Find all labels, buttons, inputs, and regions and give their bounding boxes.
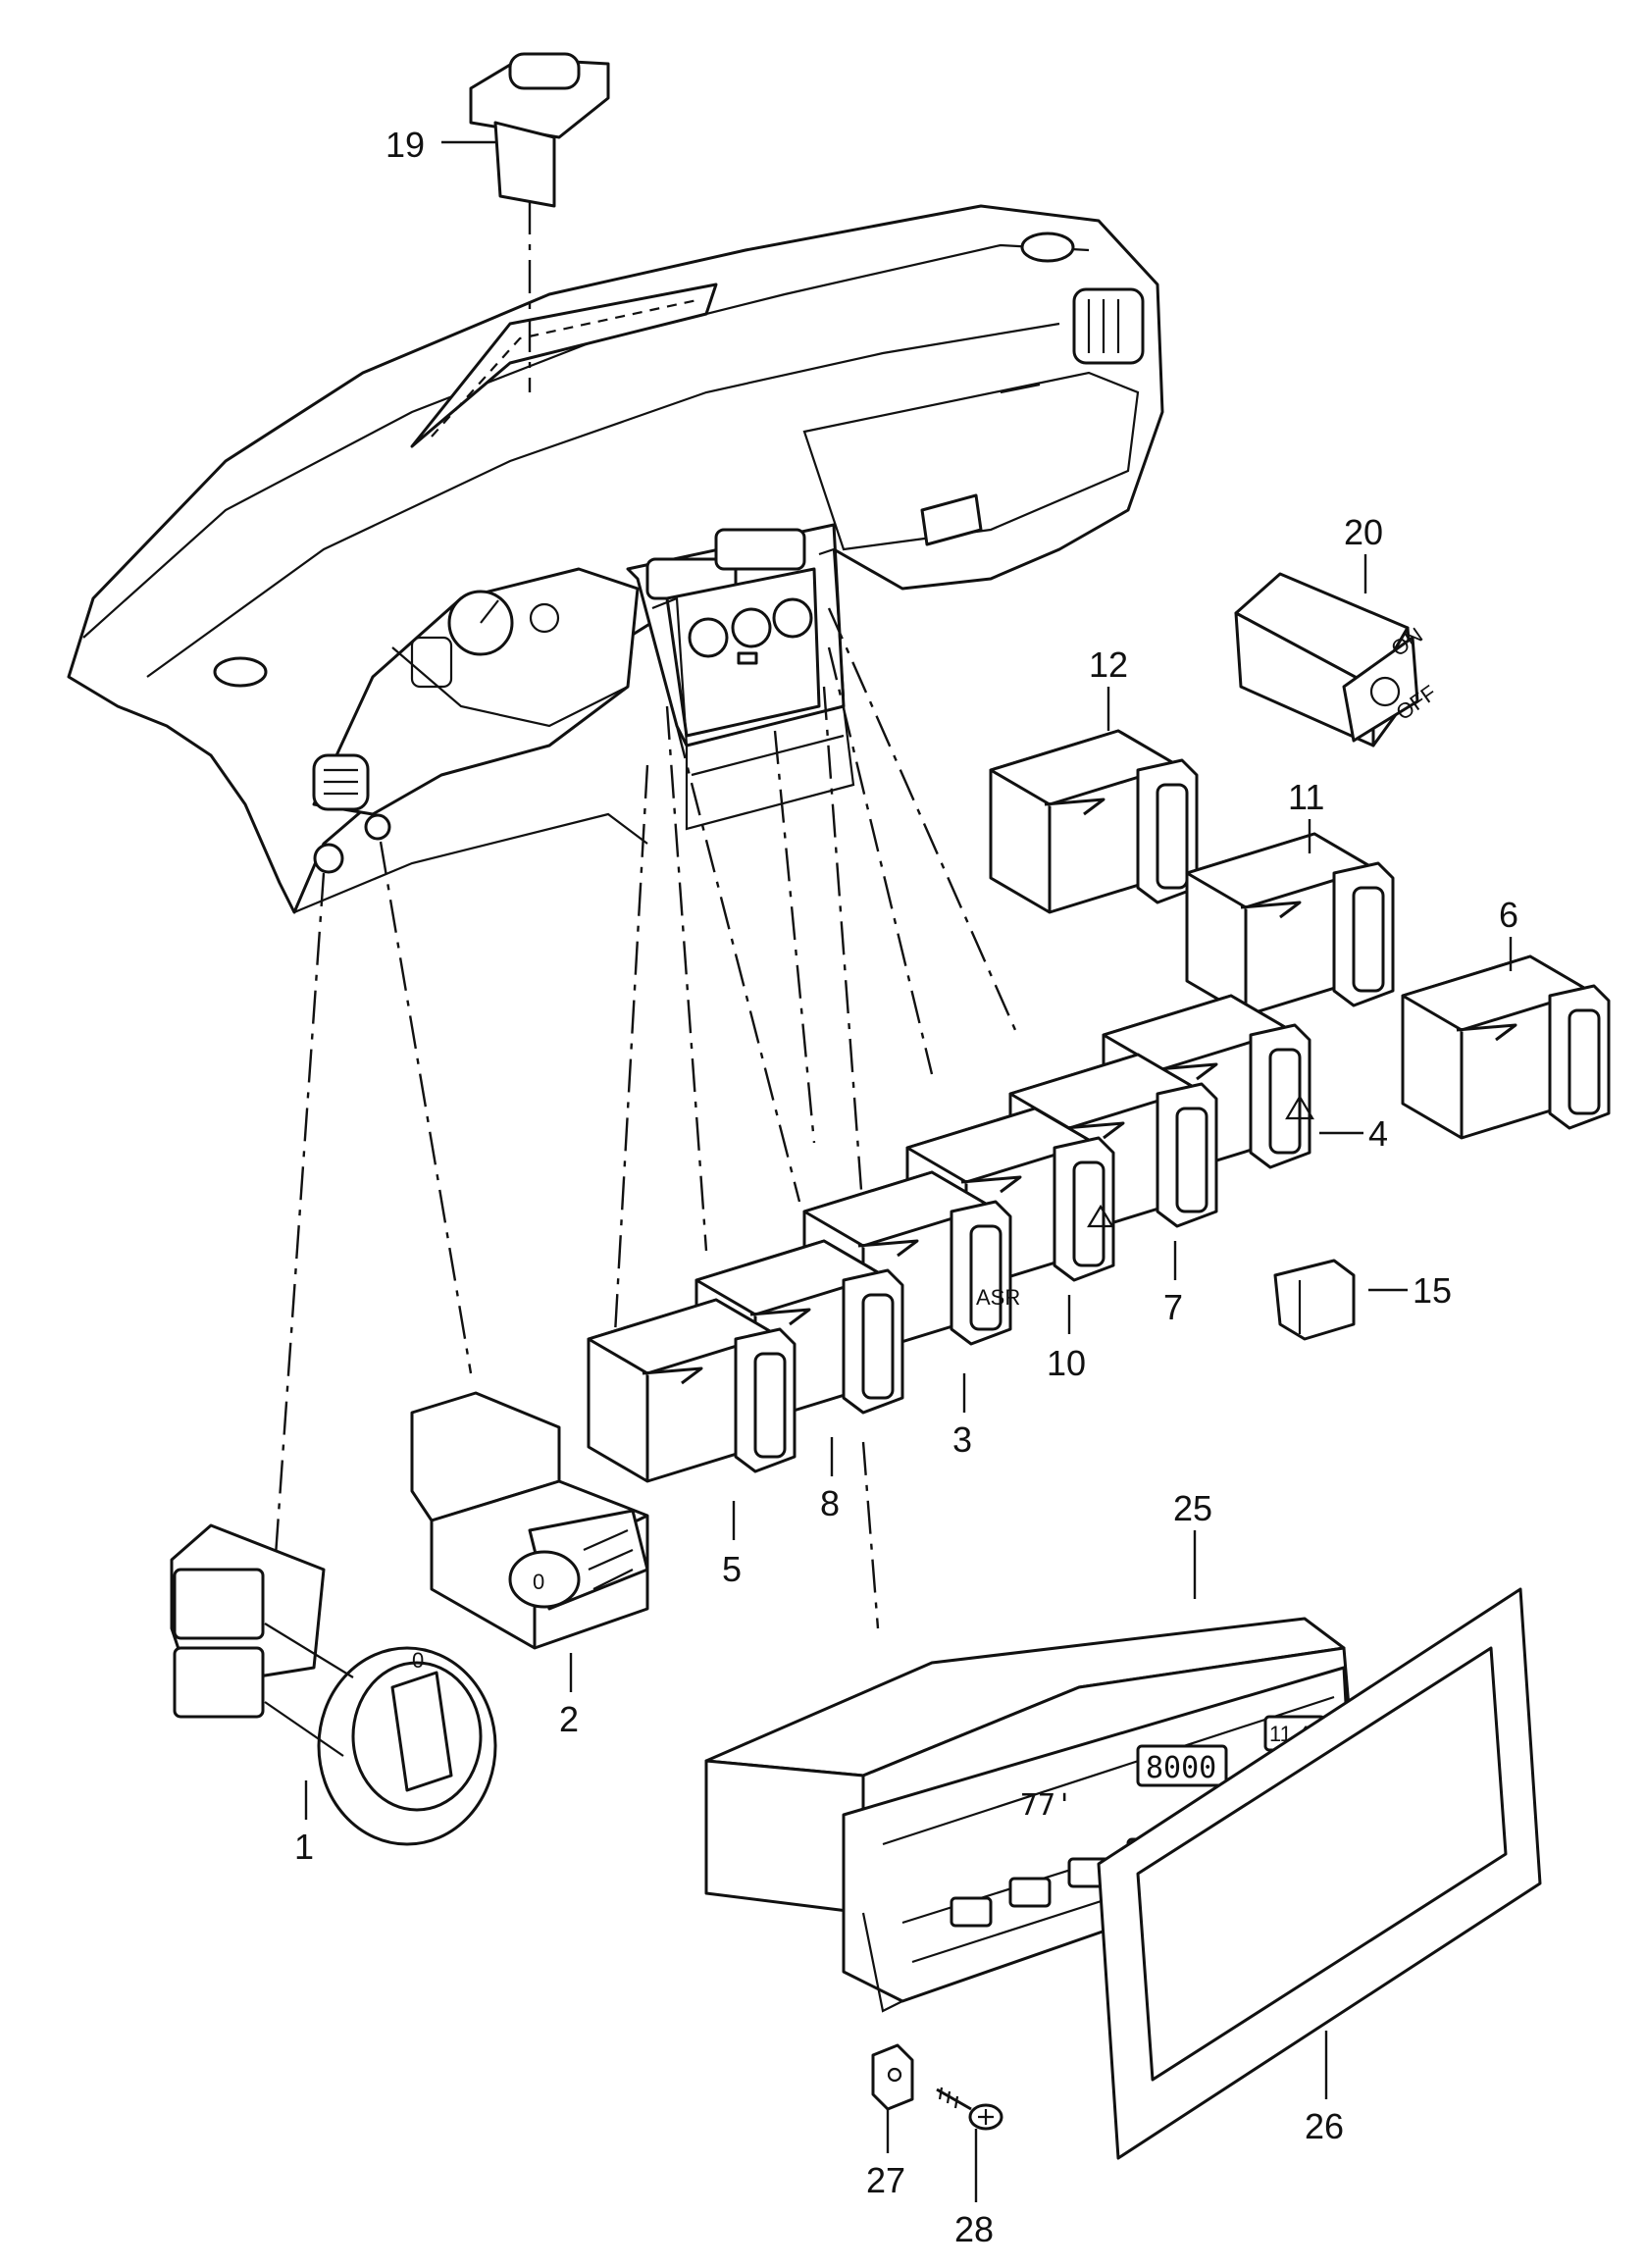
callout-20: 20 [1344, 512, 1383, 552]
callout-6: 6 [1499, 895, 1518, 935]
part-26-bezel [1097, 1587, 1542, 2160]
callout-8: 7 [1163, 1287, 1183, 1327]
callout-25: 25 [1173, 1488, 1212, 1528]
part-6-switch [1401, 954, 1611, 1140]
callout-28: 28 [954, 2209, 994, 2249]
part-3-switch: ASR [802, 1170, 1020, 1356]
part-4-switch [1102, 994, 1314, 1179]
asr-label: ASR [976, 1285, 1020, 1310]
callout-12: 12 [1089, 644, 1128, 685]
callout-4: 4 [1368, 1113, 1388, 1154]
part-28-screw [936, 2087, 1003, 2131]
callout-15: 15 [1413, 1270, 1452, 1311]
part-27-clip [871, 2043, 914, 2111]
callout-10: 10 [1047, 1343, 1086, 1383]
callout-7: 8 [820, 1483, 840, 1523]
dashboard-illustration [67, 204, 1164, 914]
callout-27: 27 [866, 2160, 905, 2200]
part-10-switch [905, 1107, 1115, 1292]
part-5-switch [587, 1298, 797, 1483]
part-20-switch: ON OFF [1234, 572, 1441, 747]
callout-11: 11 [1288, 777, 1324, 817]
callout-19: 19 [386, 125, 425, 165]
part-15-cap [1273, 1259, 1356, 1341]
part-2-range-control: 0 [410, 1391, 649, 1650]
part-11-switch [1185, 832, 1395, 1017]
part-19-switch [469, 52, 610, 208]
range-dial-label: 0 [533, 1570, 544, 1594]
part-25-climate-control: 8000 77' 11 41 [704, 1617, 1356, 2013]
assembly-lines [273, 201, 1017, 1629]
callout-2: 2 [559, 1699, 579, 1739]
climate-display-segment: 77' [1020, 1788, 1073, 1823]
headlight-knob-label: 0 [412, 1648, 424, 1673]
climate-display-digits: 8000 [1146, 1751, 1216, 1785]
part-1-light-switch: 0 [170, 1523, 497, 1846]
callout-5: 5 [722, 1549, 742, 1589]
callout-26: 26 [1305, 2106, 1344, 2146]
callout-3: 3 [952, 1419, 972, 1460]
callout-labels: 19 20 12 11 6 4 15 7 10 3 8 5 2 1 25 26 [294, 125, 1518, 2249]
part-12-switch [989, 729, 1199, 914]
callout-1: 1 [294, 1827, 314, 1867]
